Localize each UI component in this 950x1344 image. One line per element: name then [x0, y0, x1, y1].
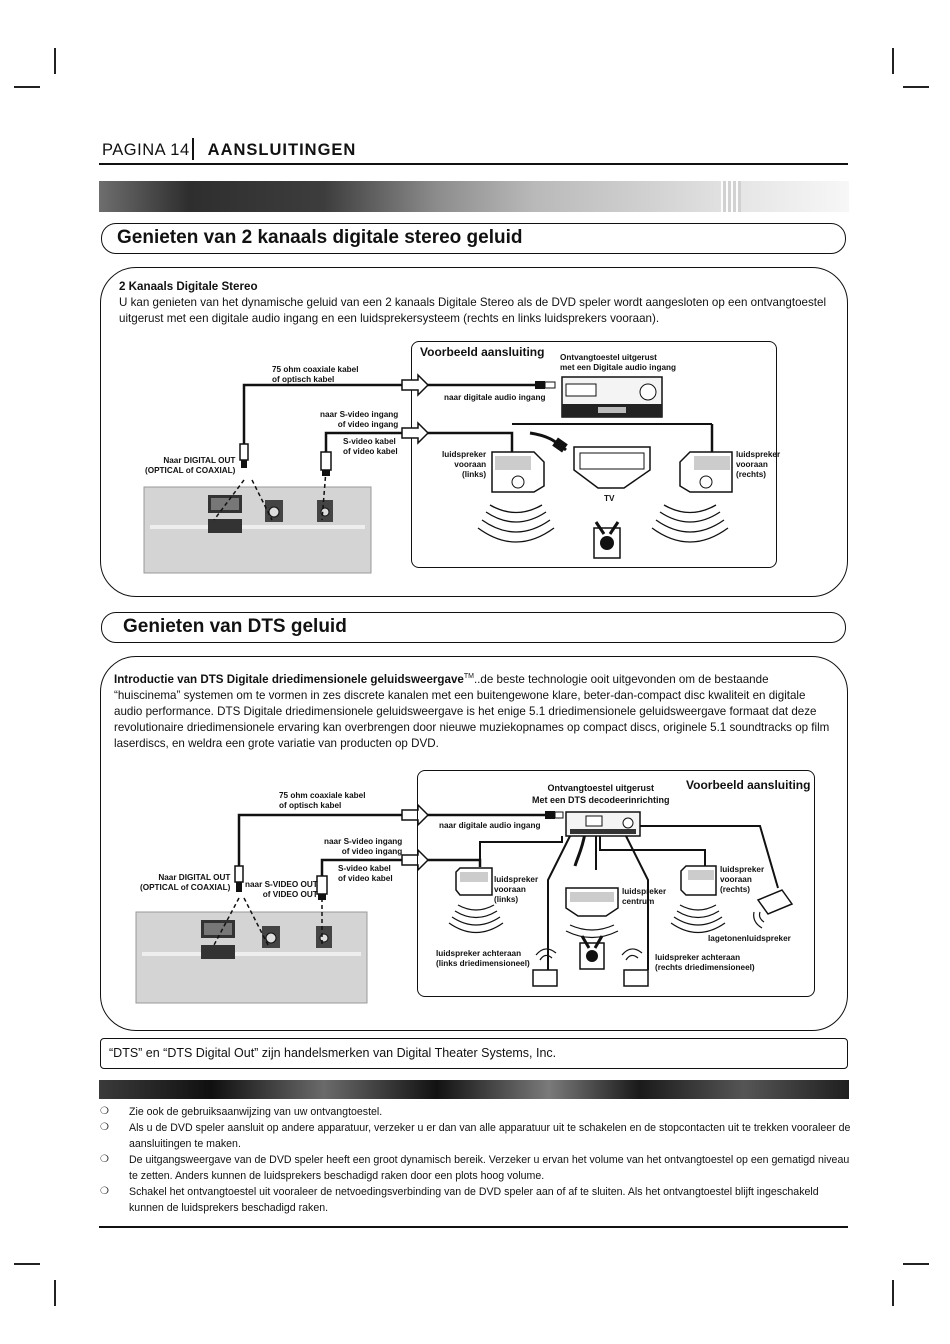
diagram1-svideo-in-label: naar S-video ingang of video ingang [320, 410, 399, 429]
receiver-2 [565, 811, 641, 837]
diagram1-right-speaker-label: luidspreker vooraan (rechts) [736, 450, 781, 479]
trademark-box: “DTS” en “DTS Digital Out” zijn handelsm… [100, 1038, 848, 1069]
crop-mark [903, 86, 929, 88]
section1-panel [100, 267, 848, 597]
trademark-symbol: TM [463, 673, 474, 680]
section2-intro-bold: Introductie van DTS Digitale driedimensi… [114, 672, 464, 686]
diagram1-left-speaker-label: luidspreker vooraan (links) [442, 450, 487, 479]
front-right-speaker-2 [680, 865, 717, 896]
note-text: Als u de DVD speler aansluit op andere a… [129, 1122, 851, 1150]
section2-heading-box: Genieten van DTS geluid [101, 612, 846, 643]
note-item: ❍ Als u de DVD speler aansluit op andere … [100, 1120, 852, 1152]
gradient-band [99, 181, 849, 212]
diagram2-rear-left-label: luidspreker achteraan (links driedimensi… [436, 949, 530, 968]
diagram1-receiver-label: Ontvangtoestel uitgerust met een Digital… [560, 353, 677, 372]
diagram2-receiver-label: Ontvangtoestel uitgerust Met een DTS dec… [532, 783, 670, 805]
diagram1-frame [411, 341, 777, 568]
note-bullet: ❍ [100, 1154, 109, 1165]
section1-heading-box: Genieten van 2 kanaals digitale stereo g… [101, 223, 846, 254]
note-bullet: ❍ [100, 1106, 109, 1117]
section2-intro: Introductie van DTS Digitale driedimensi… [114, 669, 834, 752]
crop-mark [903, 1263, 929, 1265]
note-text: Zie ook de gebruiksaanwijzing van uw ont… [129, 1106, 383, 1118]
header-divider [191, 138, 194, 160]
diagram2-subwoofer-label: lagetonenluidspreker [708, 934, 791, 943]
diagram1-cable-label: 75 ohm coaxiale kabel of optisch kabel [272, 365, 359, 384]
diagram1-tv-label: TV [604, 494, 615, 503]
header-rule [99, 163, 848, 165]
diagram1-digital-in-label: naar digitale audio ingang [444, 393, 546, 402]
trademark-text: “DTS” en “DTS Digital Out” zijn handelsm… [109, 1046, 557, 1060]
note-bullet: ❍ [100, 1186, 109, 1197]
diagram2-front-right-label: luidspreker vooraan (rechts) [720, 865, 765, 894]
listener-2 [579, 935, 605, 970]
diagram2-front-left-label: luidspreker vooraan (links) [494, 875, 539, 904]
diagram2-digital-out-label: Naar DIGITAL OUT (OPTICAL of COAXIAL) [140, 873, 231, 892]
diagram2-cable-label: 75 ohm coaxiale kabel of optisch kabel [279, 791, 366, 810]
section2-heading: Genieten van DTS geluid [123, 616, 347, 637]
note-item: ❍ Zie ook de gebruiksaanwijzing van uw on… [100, 1104, 852, 1120]
note-item: ❍ Schakel het ontvangtoestel uit vooralee… [100, 1184, 852, 1216]
front-left-speaker-2 [455, 867, 493, 896]
diagram2-title: Voorbeeld aansluiting [686, 778, 811, 792]
footer-rule [99, 1226, 848, 1228]
crop-mark [14, 1263, 40, 1265]
section1-heading: Genieten van 2 kanaals digitale stereo g… [117, 227, 523, 248]
diagram1-digital-out-label: Naar DIGITAL OUT (OPTICAL of COAXIAL) [145, 456, 236, 475]
section1-intro-title: 2 Kanaals Digitale Stereo [119, 280, 258, 293]
center-speaker-2 [565, 887, 619, 917]
diagram1-title: Voorbeeld aansluiting [420, 345, 545, 359]
diagram2-svideo-in-label: naar S-video ingang of video ingang [324, 837, 403, 856]
diagram2-svideo-out-label: naar S-VIDEO OUT of VIDEO OUT [245, 880, 318, 899]
crop-mark [54, 1280, 56, 1306]
receiver-1 [561, 376, 663, 418]
listener-1 [593, 521, 621, 559]
dvd-player-rear-panel-2 [135, 911, 368, 1004]
diagram1-svideo-cable-label: S-video kabel of video kabel [343, 437, 398, 456]
diagram2-svideo-cable-label: S-video kabel of video kabel [338, 864, 393, 883]
page-header: PAGINA 14 AANSLUITINGEN [102, 138, 356, 160]
section1-intro-text: U kan genieten van het dynamische geluid… [119, 296, 827, 325]
note-item: ❍ De uitgangsweergave van de DVD speler h… [100, 1152, 852, 1184]
rear-left-speaker-2 [532, 969, 558, 987]
section2-intro-text: ..de beste technologie ooit uitgevonden … [114, 672, 830, 750]
rear-right-speaker-2 [623, 969, 649, 987]
crop-mark [14, 86, 40, 88]
crop-mark [54, 48, 56, 74]
section-title: AANSLUITINGEN [207, 141, 357, 159]
dvd-player-rear-panel-1 [143, 486, 372, 574]
section2-panel [100, 656, 848, 1031]
notes-list: ❍ Zie ook de gebruiksaanwijzing van uw on… [100, 1104, 852, 1216]
diagram2-frame [417, 770, 815, 997]
diagram2-rear-right-label: luidspreker achteraan (rechts driedimens… [655, 953, 755, 972]
diagram2-digital-in-label: naar digitale audio ingang [439, 821, 541, 830]
section1-intro: 2 Kanaals Digitale Stereo U kan genieten… [119, 279, 831, 327]
diagram2-center-label: luidspreker centrum [622, 887, 667, 906]
front-left-speaker-1 [491, 451, 545, 493]
subwoofer-2 [756, 889, 794, 915]
front-right-speaker-1 [679, 451, 733, 493]
tv-1 [552, 437, 651, 489]
crop-mark [892, 48, 894, 74]
gradient-band-bottom [99, 1080, 849, 1099]
page-number: PAGINA 14 [102, 141, 190, 159]
note-bullet: ❍ [100, 1122, 109, 1133]
note-text: Schakel het ontvangtoestel uit vooraleer… [129, 1186, 819, 1214]
note-text: De uitgangsweergave van de DVD speler he… [129, 1154, 850, 1182]
crop-mark [892, 1280, 894, 1306]
